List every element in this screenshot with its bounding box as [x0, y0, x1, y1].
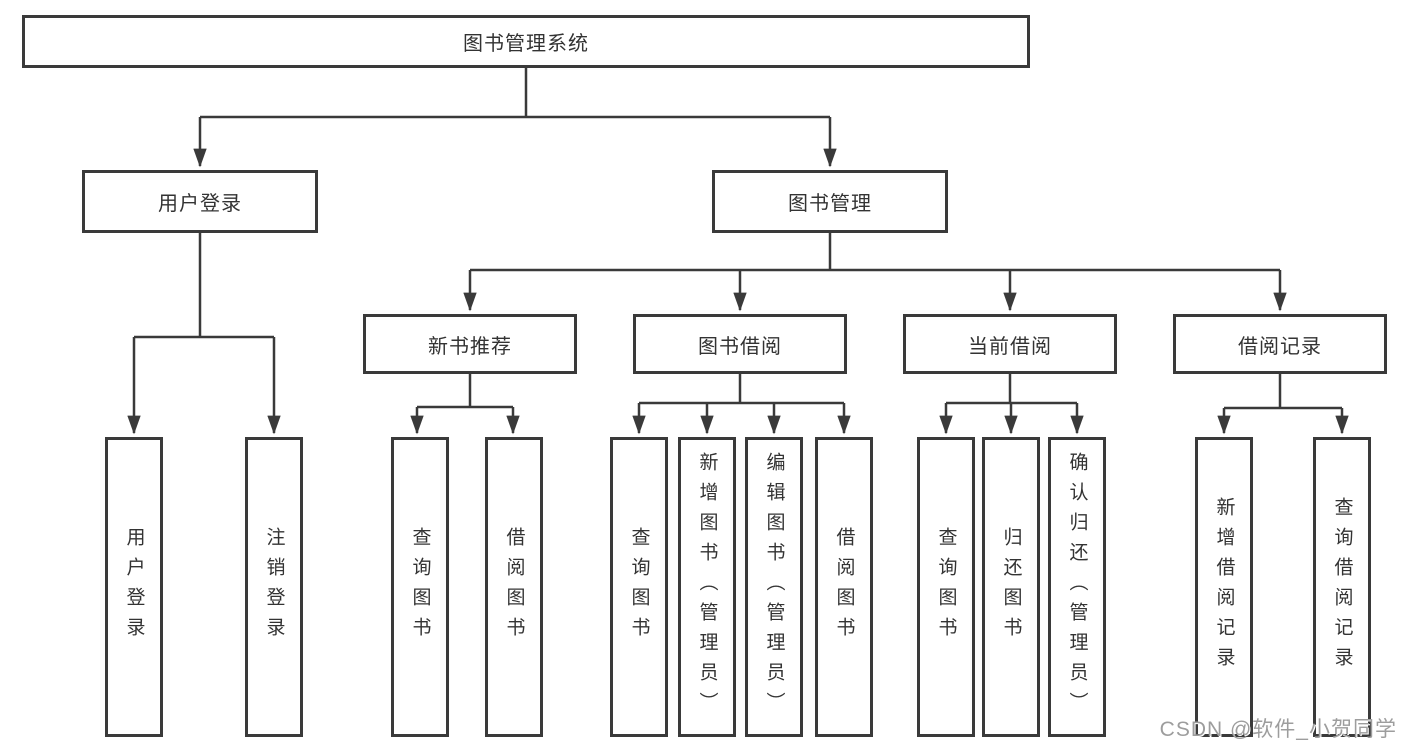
leaf-borrow-edit-books-admin-label: 编辑图书（管理员）: [763, 452, 785, 722]
node-book-borrowing-label: 图书借阅: [698, 335, 782, 358]
node-user-login: 用户登录: [82, 170, 318, 233]
leaf-logout: 注销登录: [245, 437, 303, 737]
leaf-current-query-books: 查询图书: [917, 437, 975, 737]
leaf-current-confirm-return-admin: 确认归还（管理员）: [1048, 437, 1106, 737]
node-new-book-recommend: 新书推荐: [363, 314, 577, 374]
leaf-newbook-borrow-books-label: 借阅图书: [503, 527, 525, 647]
leaf-record-query-borrow-record-label: 查询借阅记录: [1331, 497, 1353, 677]
leaf-newbook-query-books: 查询图书: [391, 437, 449, 737]
leaf-borrow-query-books-label: 查询图书: [628, 527, 650, 647]
leaf-borrow-add-books-admin: 新增图书（管理员）: [678, 437, 736, 737]
leaf-user-login-label: 用户登录: [123, 527, 145, 647]
leaf-user-login: 用户登录: [105, 437, 163, 737]
leaf-current-return-books-label: 归还图书: [1000, 527, 1022, 647]
node-book-management-label: 图书管理: [788, 193, 872, 215]
node-borrowing-records: 借阅记录: [1173, 314, 1387, 374]
node-borrowing-records-label: 借阅记录: [1238, 335, 1322, 358]
leaf-current-confirm-return-admin-label: 确认归还（管理员）: [1066, 452, 1088, 722]
leaf-borrow-edit-books-admin: 编辑图书（管理员）: [745, 437, 803, 737]
node-book-borrowing: 图书借阅: [633, 314, 847, 374]
leaf-newbook-query-books-label: 查询图书: [409, 527, 431, 647]
node-new-book-recommend-label: 新书推荐: [428, 335, 512, 358]
leaf-borrow-borrow-books: 借阅图书: [815, 437, 873, 737]
leaf-current-return-books: 归还图书: [982, 437, 1040, 737]
leaf-record-add-borrow-record: 新增借阅记录: [1195, 437, 1253, 737]
leaf-borrow-borrow-books-label: 借阅图书: [833, 527, 855, 647]
leaf-current-query-books-label: 查询图书: [935, 527, 957, 647]
csdn-watermark: CSDN @软件_小贺同学: [1159, 718, 1397, 741]
leaf-record-add-borrow-record-label: 新增借阅记录: [1213, 497, 1235, 677]
node-root-label: 图书管理系统: [463, 33, 589, 55]
leaf-logout-label: 注销登录: [263, 527, 285, 647]
leaf-borrow-query-books: 查询图书: [610, 437, 668, 737]
leaf-record-query-borrow-record: 查询借阅记录: [1313, 437, 1371, 737]
node-user-login-label: 用户登录: [158, 193, 242, 215]
node-book-management: 图书管理: [712, 170, 948, 233]
node-root-system: 图书管理系统: [22, 15, 1030, 68]
leaf-newbook-borrow-books: 借阅图书: [485, 437, 543, 737]
leaf-borrow-add-books-admin-label: 新增图书（管理员）: [696, 452, 718, 722]
node-current-borrowing-label: 当前借阅: [968, 335, 1052, 358]
node-current-borrowing: 当前借阅: [903, 314, 1117, 374]
